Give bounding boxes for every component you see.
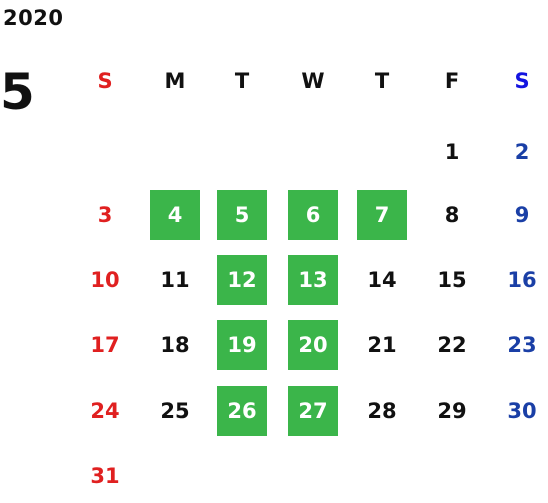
weekday-wed: W: [301, 69, 325, 93]
day-20[interactable]: 20: [288, 320, 338, 370]
day-8[interactable]: 8: [444, 203, 460, 227]
month-number: 5: [0, 63, 35, 121]
weekday-sat: S: [514, 69, 530, 93]
day-2[interactable]: 2: [514, 140, 530, 164]
day-6[interactable]: 6: [288, 190, 338, 240]
day-14[interactable]: 14: [367, 268, 397, 292]
day-15[interactable]: 15: [437, 268, 467, 292]
day-10[interactable]: 10: [90, 268, 120, 292]
day-1[interactable]: 1: [444, 140, 460, 164]
year-label: 2020: [3, 6, 64, 30]
weekday-sun: S: [97, 69, 113, 93]
day-21[interactable]: 21: [367, 333, 397, 357]
day-18[interactable]: 18: [160, 333, 190, 357]
day-11[interactable]: 11: [160, 268, 190, 292]
day-26[interactable]: 26: [217, 386, 267, 436]
day-4[interactable]: 4: [150, 190, 200, 240]
day-30[interactable]: 30: [507, 399, 537, 423]
day-12[interactable]: 12: [217, 255, 267, 305]
weekday-thu: T: [374, 69, 390, 93]
day-25[interactable]: 25: [160, 399, 190, 423]
day-7[interactable]: 7: [357, 190, 407, 240]
day-9[interactable]: 9: [514, 203, 530, 227]
day-22[interactable]: 22: [437, 333, 467, 357]
day-13[interactable]: 13: [288, 255, 338, 305]
day-3[interactable]: 3: [97, 203, 113, 227]
day-19[interactable]: 19: [217, 320, 267, 370]
day-24[interactable]: 24: [90, 399, 120, 423]
day-16[interactable]: 16: [507, 268, 537, 292]
day-31[interactable]: 31: [90, 464, 120, 488]
weekday-fri: F: [444, 69, 460, 93]
day-17[interactable]: 17: [90, 333, 120, 357]
weekday-tue: T: [234, 69, 250, 93]
weekday-mon: M: [164, 69, 186, 93]
day-29[interactable]: 29: [437, 399, 467, 423]
day-23[interactable]: 23: [507, 333, 537, 357]
day-5[interactable]: 5: [217, 190, 267, 240]
day-28[interactable]: 28: [367, 399, 397, 423]
day-27[interactable]: 27: [288, 386, 338, 436]
